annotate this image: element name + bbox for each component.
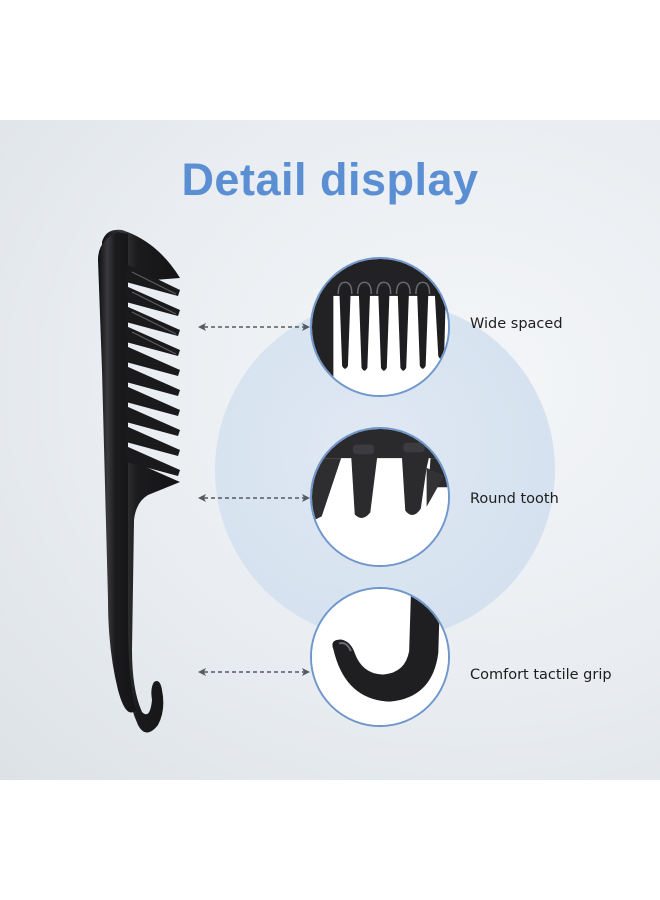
double-arrow-icon [198,668,310,676]
round-tooth-closeup-icon [312,429,448,565]
wide-tooth-hook-comb-icon [98,229,180,733]
comb-teeth-closeup-icon [312,259,448,395]
double-arrow-icon [198,494,310,502]
double-arrow-icon [198,323,310,331]
feature-label-wide-spaced: Wide spaced [470,316,563,332]
inset-round-tooth [310,427,450,567]
inset-comfort-grip [310,587,450,727]
hook-grip-closeup-icon [312,589,448,725]
inset-wide-spaced [310,257,450,397]
page-title: Detail display [181,154,479,205]
feature-label-comfort-grip: Comfort tactile grip [470,667,612,683]
background-panel: Detail display [0,120,660,780]
feature-label-round-tooth: Round tooth [470,491,559,507]
